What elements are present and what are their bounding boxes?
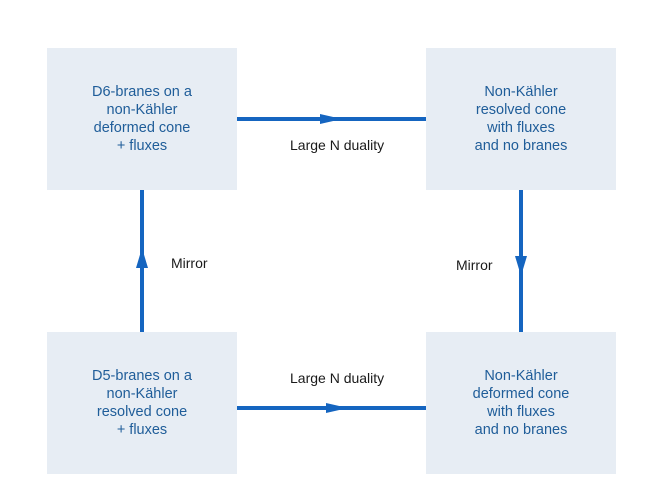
box-line: Non-Kähler (484, 368, 558, 384)
box-line: with fluxes (487, 120, 555, 136)
box-line: non-Kähler (106, 102, 178, 118)
box-line: resolved cone (475, 102, 567, 118)
box-resolved-cone-no-branes: Non-Kähler resolved cone with fluxes and… (426, 48, 616, 190)
box-line: D6-branes on a (92, 84, 192, 100)
edge-label-top: Large N duality (290, 137, 385, 153)
box-line: and no branes (474, 422, 568, 438)
box-line: + fluxes (116, 138, 168, 154)
box-line: non-Kähler (106, 386, 178, 402)
arrow-right-mirror (515, 190, 527, 332)
box-d6-branes-deformed-cone: D6-branes on a non-Kähler deformed cone … (47, 48, 237, 190)
arrow-left-mirror (136, 190, 148, 332)
box-line: D5-branes on a (92, 368, 192, 384)
box-line: resolved cone (96, 404, 188, 420)
arrow-top-duality (237, 114, 426, 124)
edge-label-bottom: Large N duality (290, 370, 385, 386)
box-line: deformed cone (472, 386, 570, 402)
edge-label-right: Mirror (456, 257, 493, 273)
box-d5-branes-resolved-cone: D5-branes on a non-Kähler resolved cone … (47, 332, 237, 474)
edge-label-left: Mirror (171, 255, 208, 271)
box-deformed-cone-no-branes: Non-Kähler deformed cone with fluxes and… (426, 332, 616, 474)
box-line: deformed cone (93, 120, 191, 136)
arrow-bottom-duality (237, 403, 426, 413)
box-line: with fluxes (487, 404, 555, 420)
box-line: and no branes (474, 138, 568, 154)
box-line: + fluxes (116, 422, 168, 438)
box-line: Non-Kähler (484, 84, 558, 100)
